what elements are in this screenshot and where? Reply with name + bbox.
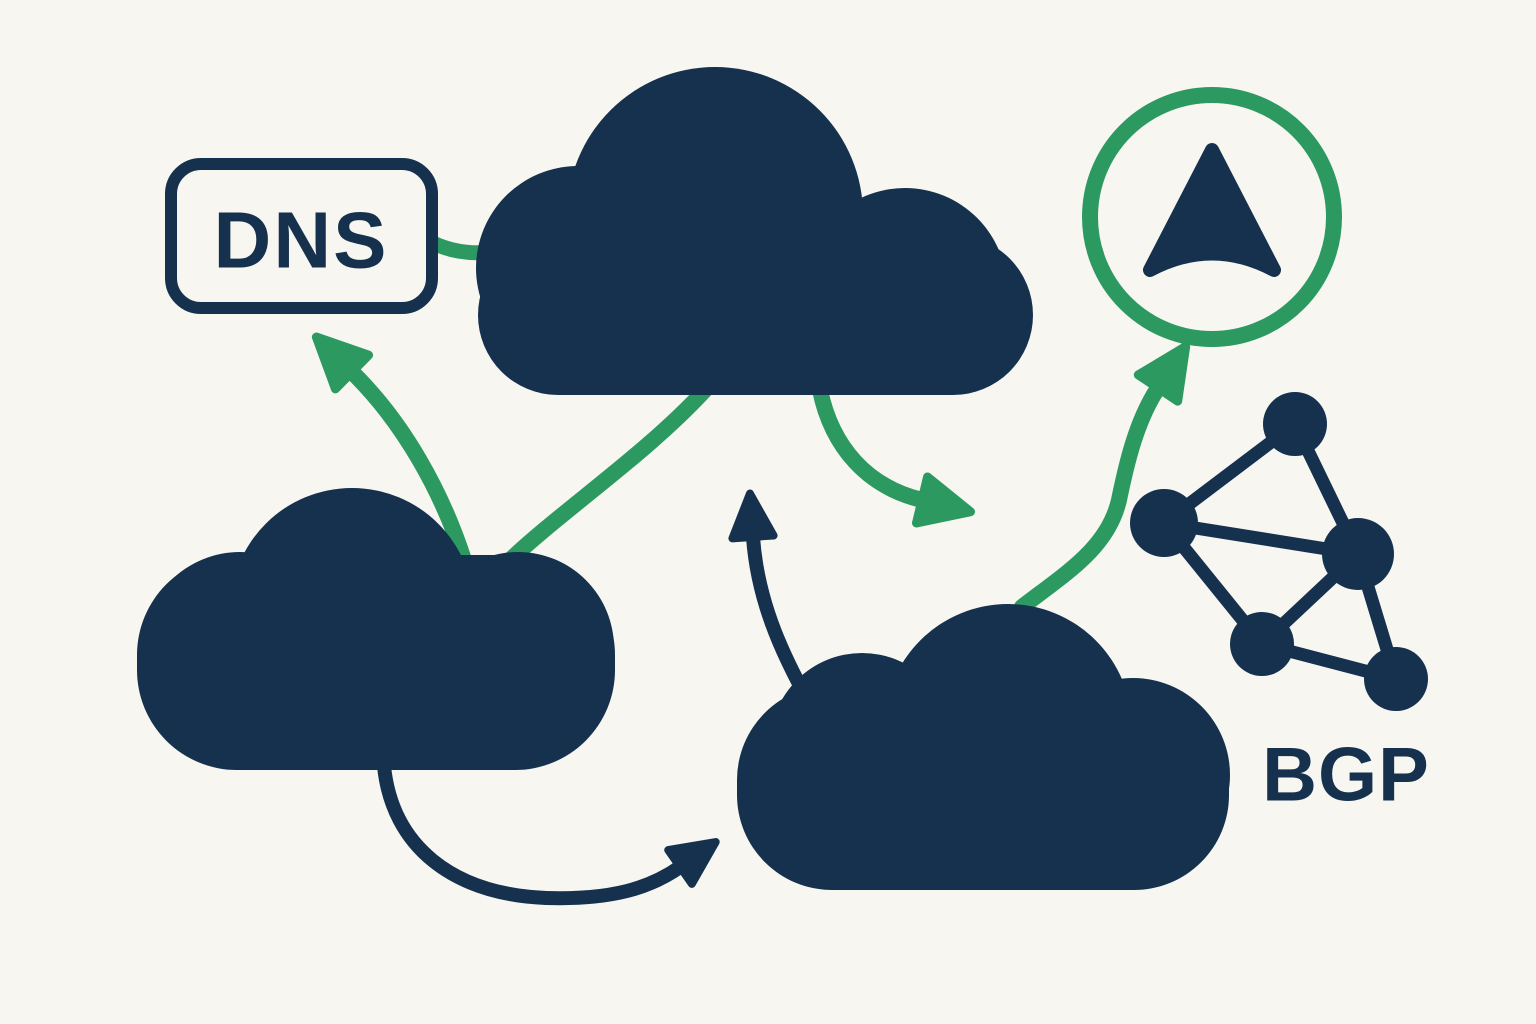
- bgp-label: BGP: [1262, 733, 1430, 818]
- cloud-handoff-arrow: [812, 382, 976, 528]
- cloud-link-line: [500, 382, 713, 570]
- navigation-arrow-icon: [1082, 87, 1342, 347]
- navigation-circle: [1082, 87, 1342, 347]
- cloud-bottom-right-icon: [737, 604, 1230, 890]
- dns-label-box: DNS: [165, 158, 438, 314]
- arrow-to-navigation: [1014, 341, 1191, 615]
- navigation-pointer: [1143, 143, 1281, 277]
- cloud-bottom-left-icon: [137, 488, 615, 770]
- dns-label: DNS: [214, 196, 389, 285]
- dns-box-outline: [165, 158, 438, 314]
- network-graph-icon: [1130, 392, 1428, 711]
- graph-nodes: [1130, 392, 1428, 711]
- arrow-to-dns: [311, 332, 472, 568]
- cloud-top-icon: [476, 67, 1033, 395]
- bottom-curved-arrow: [377, 759, 720, 906]
